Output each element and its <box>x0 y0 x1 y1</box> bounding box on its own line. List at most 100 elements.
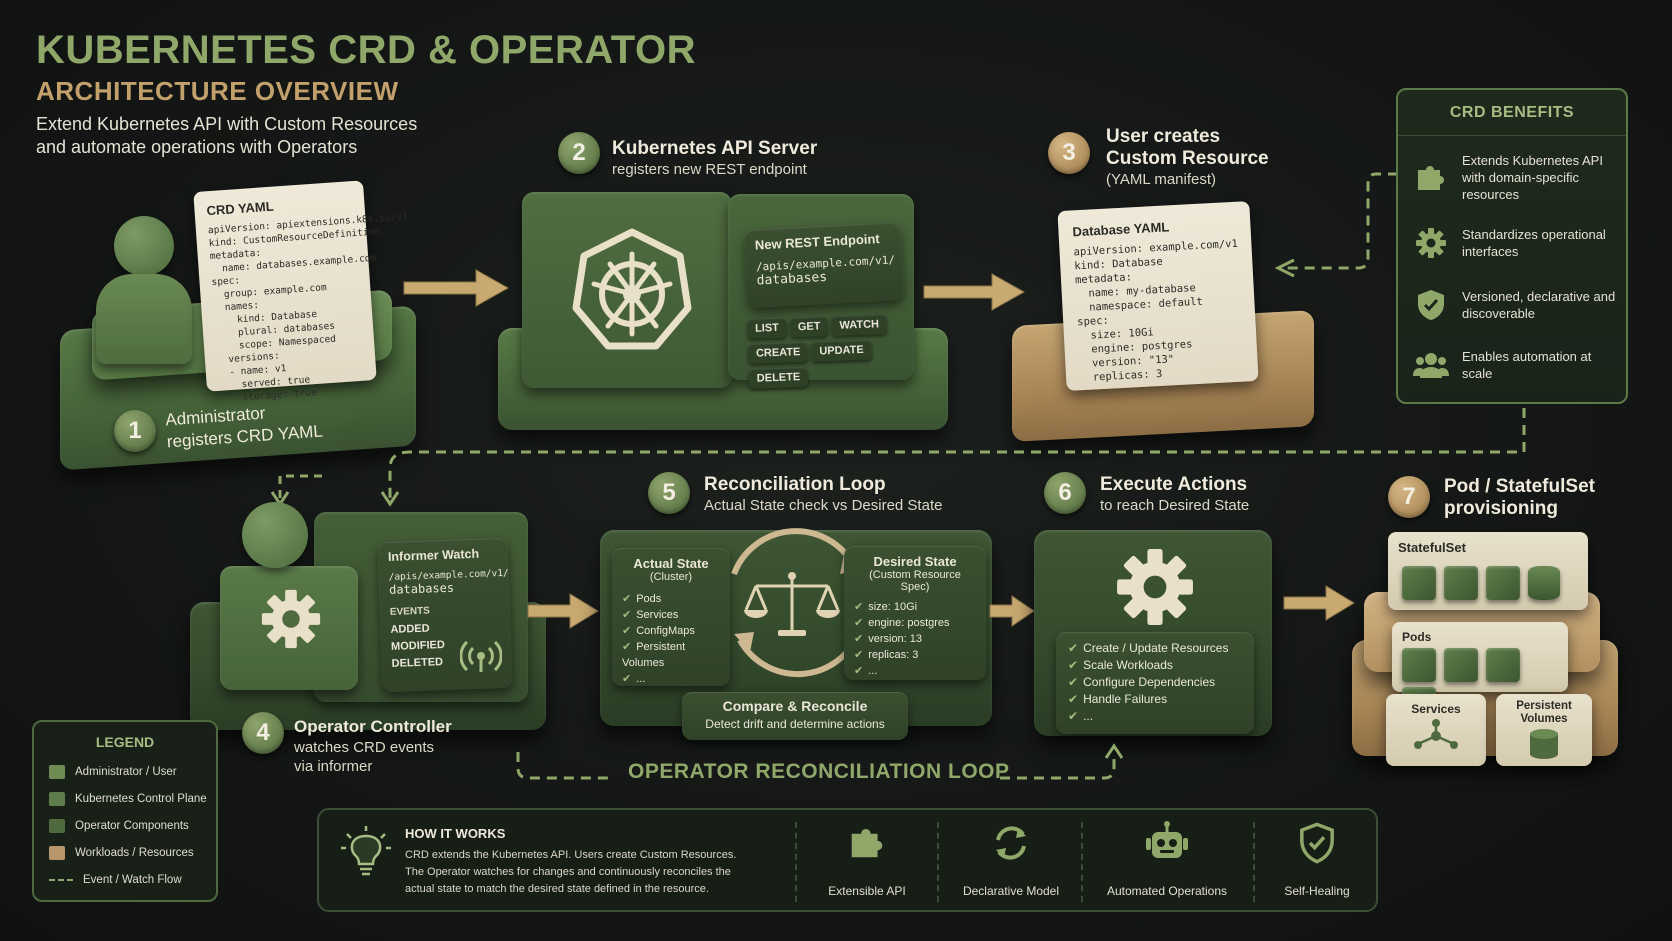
list-item: ✔... <box>1068 708 1242 725</box>
list-item: ✔engine: postgres <box>854 615 976 631</box>
crd-yaml-heading: CRD YAML <box>206 198 275 219</box>
legend-heading: LEGEND <box>95 734 155 750</box>
list-item-label: Services <box>636 609 679 621</box>
shield-check-icon <box>1412 286 1450 324</box>
pod-cube <box>1402 566 1436 600</box>
checkmark-icon: ✔ <box>622 609 632 621</box>
legend-item: Administrator / User <box>34 758 216 785</box>
list-item: ✔ Pods <box>622 591 720 607</box>
legend-swatch <box>49 791 65 806</box>
list-item-label: Persistent Volumes <box>622 641 686 669</box>
legend-item: Workloads / Resources <box>34 839 216 866</box>
legend-item: Kubernetes Control Plane <box>34 785 216 812</box>
list-item-label: Handle Failures <box>1083 692 1168 706</box>
arrow-5-to-6 <box>989 595 1035 627</box>
list-item-label: replicas: 3 <box>868 649 919 661</box>
database-yaml-document: Database YAML apiVersion: example.com/v1… <box>1057 201 1259 391</box>
services-card: Services <box>1386 694 1486 766</box>
legend-swatch <box>49 845 65 860</box>
list-item: ✔Handle Failures <box>1068 691 1242 708</box>
arrow-4-to-5 <box>527 593 599 629</box>
list-item: ✔Scale Workloads <box>1068 657 1242 674</box>
actions-list-card: ✔Create / Update Resources✔Scale Workloa… <box>1056 632 1254 734</box>
legend-label: Event / Watch Flow <box>83 873 182 886</box>
how-it-works-panel: HOW IT WORKS CRD extends the Kubernetes … <box>317 808 1378 912</box>
users-icon <box>1412 346 1450 384</box>
list-item-label: ... <box>636 673 646 685</box>
list-item: ✔ replicas: 3 <box>854 647 976 663</box>
refresh-icon <box>996 826 1026 860</box>
legend-item: Operator Components <box>34 812 216 839</box>
pod-cube <box>1444 648 1478 682</box>
puzzle-icon <box>851 829 883 858</box>
arrow-1-to-2 <box>403 269 510 307</box>
list-item: ✔ size: 10Gi <box>854 599 976 615</box>
persistent-volumes-card: Persistent Volumes <box>1496 694 1592 766</box>
list-item-label: engine: postgres <box>868 617 950 629</box>
checkmark-icon: ✔ <box>854 649 864 661</box>
benefit-item-automation: Enables automation at scale <box>1412 340 1618 390</box>
list-item: ✔... <box>854 663 976 679</box>
shield-heal-icon <box>1300 822 1334 864</box>
checkmark-icon: ✔ <box>854 665 864 677</box>
step-7-label: Pod / StatefulSet provisioning <box>1444 476 1595 519</box>
verb-list-pill: LIST <box>746 317 788 339</box>
arrow-6-to-7 <box>1283 585 1355 621</box>
reconcile-loop-flow <box>516 743 1124 780</box>
checkmark-icon: ✔ <box>1068 709 1079 723</box>
checkmark-icon: ✔ <box>1068 675 1079 689</box>
verb-get-pill: GET <box>789 316 829 338</box>
actions-gear-icon <box>1117 549 1193 625</box>
checkmark-icon: ✔ <box>854 601 864 613</box>
checkmark-icon: ✔ <box>622 593 632 605</box>
step-6-badge: 6 <box>1044 472 1086 514</box>
legend-label: Workloads / Resources <box>75 846 194 859</box>
page-subtitle: ARCHITECTURE OVERVIEW <box>36 76 399 106</box>
checkmark-icon: ✔ <box>622 625 632 637</box>
informer-resource: databases <box>388 580 455 597</box>
list-item-label: size: 10Gi <box>868 601 918 613</box>
benefit-item-versioned: Versioned, declarative and discoverable <box>1412 280 1618 330</box>
pod-cubes <box>1402 648 1562 721</box>
benefits-to-resource-flow <box>1274 172 1398 278</box>
verb-watch-pill: WATCH <box>831 314 888 337</box>
list-item-label: Configure Dependencies <box>1083 675 1216 689</box>
list-item: ✔ ConfigMaps <box>622 623 720 639</box>
administrator-figure <box>96 212 196 364</box>
checkmark-icon: ✔ <box>622 641 632 653</box>
step-5-label: Reconciliation Loop Actual State check v… <box>704 474 943 514</box>
step-4-badge: 4 <box>242 712 284 754</box>
list-item-label: ConfigMaps <box>636 625 695 637</box>
volume-cylinder-icon <box>1530 729 1558 759</box>
legend-label: Administrator / User <box>75 765 177 778</box>
page-description: Extend Kubernetes API with Custom Resour… <box>36 114 418 157</box>
feature-self-healing: Self-Healing <box>1257 820 1377 904</box>
pod-cube <box>1402 648 1436 682</box>
list-item-label: Pods <box>636 593 662 605</box>
verb-create-pill: CREATE <box>747 341 809 364</box>
crd-yaml-document: CRD YAML apiVersion: apiextensions.k8s.i… <box>193 180 408 403</box>
arrow-2-to-3 <box>923 273 1026 311</box>
lightbulb-icon <box>341 826 391 876</box>
legend-dash-swatch <box>49 878 73 881</box>
compare-reconcile-card: Compare & Reconcile Detect drift and det… <box>682 692 908 740</box>
list-item: ✔... <box>622 671 720 687</box>
list-item: ✔Persistent Volumes <box>622 639 720 671</box>
statefulset-pods <box>1402 566 1582 608</box>
balance-scale-icon <box>744 572 840 636</box>
checkmark-icon: ✔ <box>1068 658 1079 672</box>
operator-figure-head <box>242 502 308 568</box>
step-2-label: Kubernetes API Server registers new REST… <box>612 138 818 178</box>
verb-update-pill: UPDATE <box>810 339 873 362</box>
checkmark-icon: ✔ <box>1068 641 1079 655</box>
page-title: KUBERNETES CRD & OPERATOR <box>36 28 696 72</box>
robot-icon <box>1146 821 1188 858</box>
pod-cube <box>1486 648 1520 682</box>
legend-swatch <box>49 818 65 833</box>
verb-delete-pill: DELETE <box>748 366 809 389</box>
legend-label: Operator Components <box>75 819 189 832</box>
list-item-label: version: 13 <box>868 633 923 645</box>
list-item: ✔ Services <box>622 607 720 623</box>
